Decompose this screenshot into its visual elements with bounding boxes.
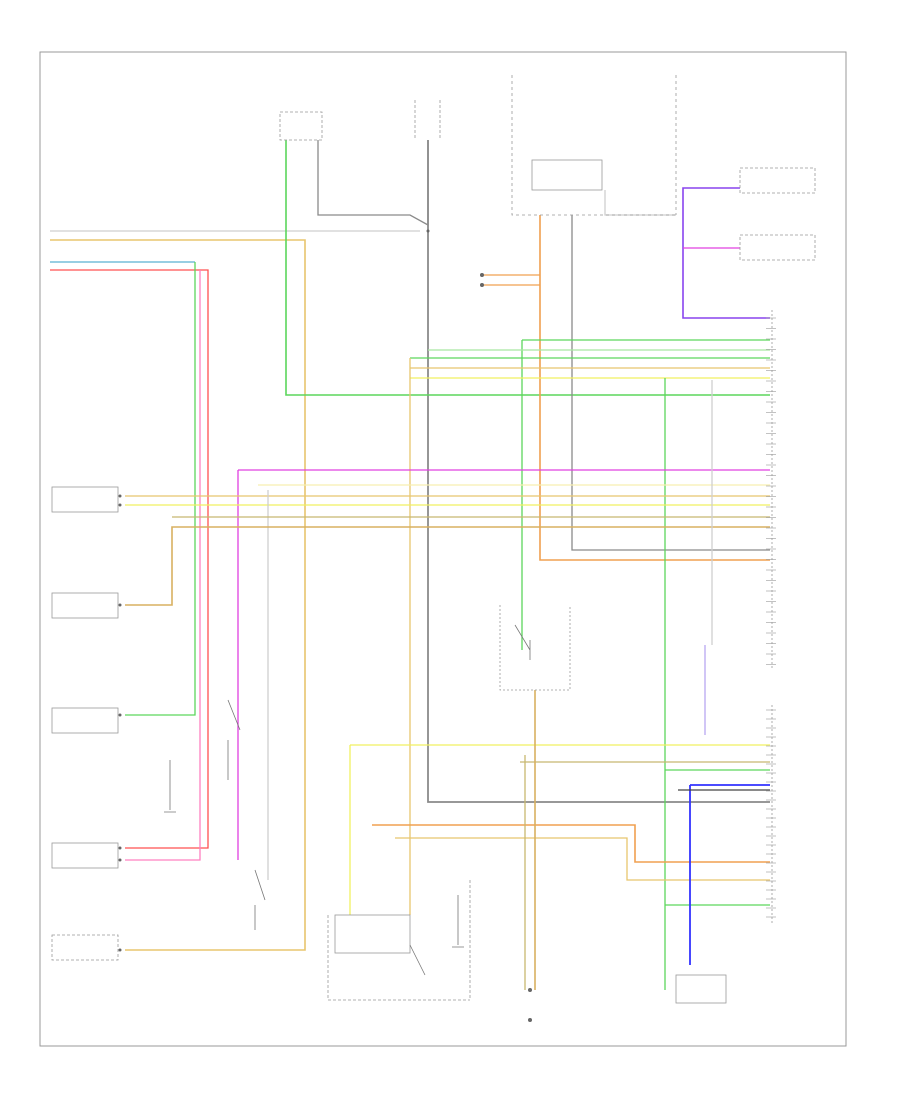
- wire-lightgray-h: [604, 190, 676, 216]
- component-passenger-belt-switch-box: [279, 111, 323, 141]
- component-rear-belt-module-box: [739, 167, 816, 194]
- connector-dot: [480, 283, 484, 287]
- component-power-distribution-box: [511, 75, 677, 216]
- connector-dot: [118, 494, 122, 498]
- component-belt-switch-contact: [514, 624, 531, 660]
- wire-green-left-a: [125, 262, 196, 716]
- component-rear-belt-pretensioner-box: [675, 974, 727, 1004]
- connector-dot: [118, 858, 122, 862]
- wire-purple: [682, 187, 770, 319]
- connector-dot: [118, 603, 122, 607]
- component-ground-left: [164, 760, 176, 813]
- connector-dot: [118, 713, 122, 717]
- diagram-border: [39, 51, 847, 1047]
- connector-dot: [118, 948, 122, 952]
- wire-red-left: [50, 269, 209, 849]
- wire-yellow-low: [349, 744, 770, 915]
- connector-dot: [118, 503, 122, 507]
- component-instrument-module-box: [739, 234, 816, 261]
- connectors: [118, 229, 532, 1022]
- wire-tan-low2: [395, 837, 770, 881]
- wire-tan-top-left: [50, 239, 306, 951]
- component-seat-position-sensor-box: [51, 934, 119, 961]
- connector-dot: [118, 846, 122, 850]
- wire-gray-block: [571, 215, 770, 551]
- component-ground-mid: [452, 895, 464, 948]
- connector-dot: [528, 1018, 532, 1022]
- connector-dot: [480, 273, 484, 277]
- wire-orange-block: [539, 215, 770, 561]
- wires: [50, 140, 770, 990]
- component-switch-left: [227, 699, 241, 780]
- component-intelligent-block-box: [531, 159, 603, 191]
- component-switch-front-pass: [409, 944, 426, 976]
- component-driver-seat-position-sensor-box: [51, 486, 119, 513]
- components: [51, 75, 816, 1004]
- wire-blue-low: [689, 784, 770, 965]
- module-pin-ticks: [766, 317, 776, 918]
- component-front-pass-front-sensor-box: [51, 707, 119, 734]
- wire-green-belt: [285, 140, 770, 396]
- component-driver-front-sensor-box: [51, 842, 119, 869]
- wire-tan-sensor2: [125, 526, 770, 606]
- connector-dot: [528, 988, 532, 992]
- component-switch-mid: [254, 869, 266, 930]
- wire-pink-left: [125, 270, 201, 861]
- connector-dot: [426, 229, 430, 233]
- wire-gray-main: [427, 140, 770, 803]
- component-buckle-switch-outline: [499, 605, 571, 691]
- component-front-pass-seat-outline: [327, 880, 471, 1001]
- component-front-pass-seat-sensor-box: [334, 914, 411, 954]
- wire-gray-top: [317, 140, 429, 227]
- component-front-pass-side-sensor-box: [51, 592, 119, 619]
- component-fuse-block-box: [414, 100, 441, 140]
- wire-orange-low: [372, 824, 770, 863]
